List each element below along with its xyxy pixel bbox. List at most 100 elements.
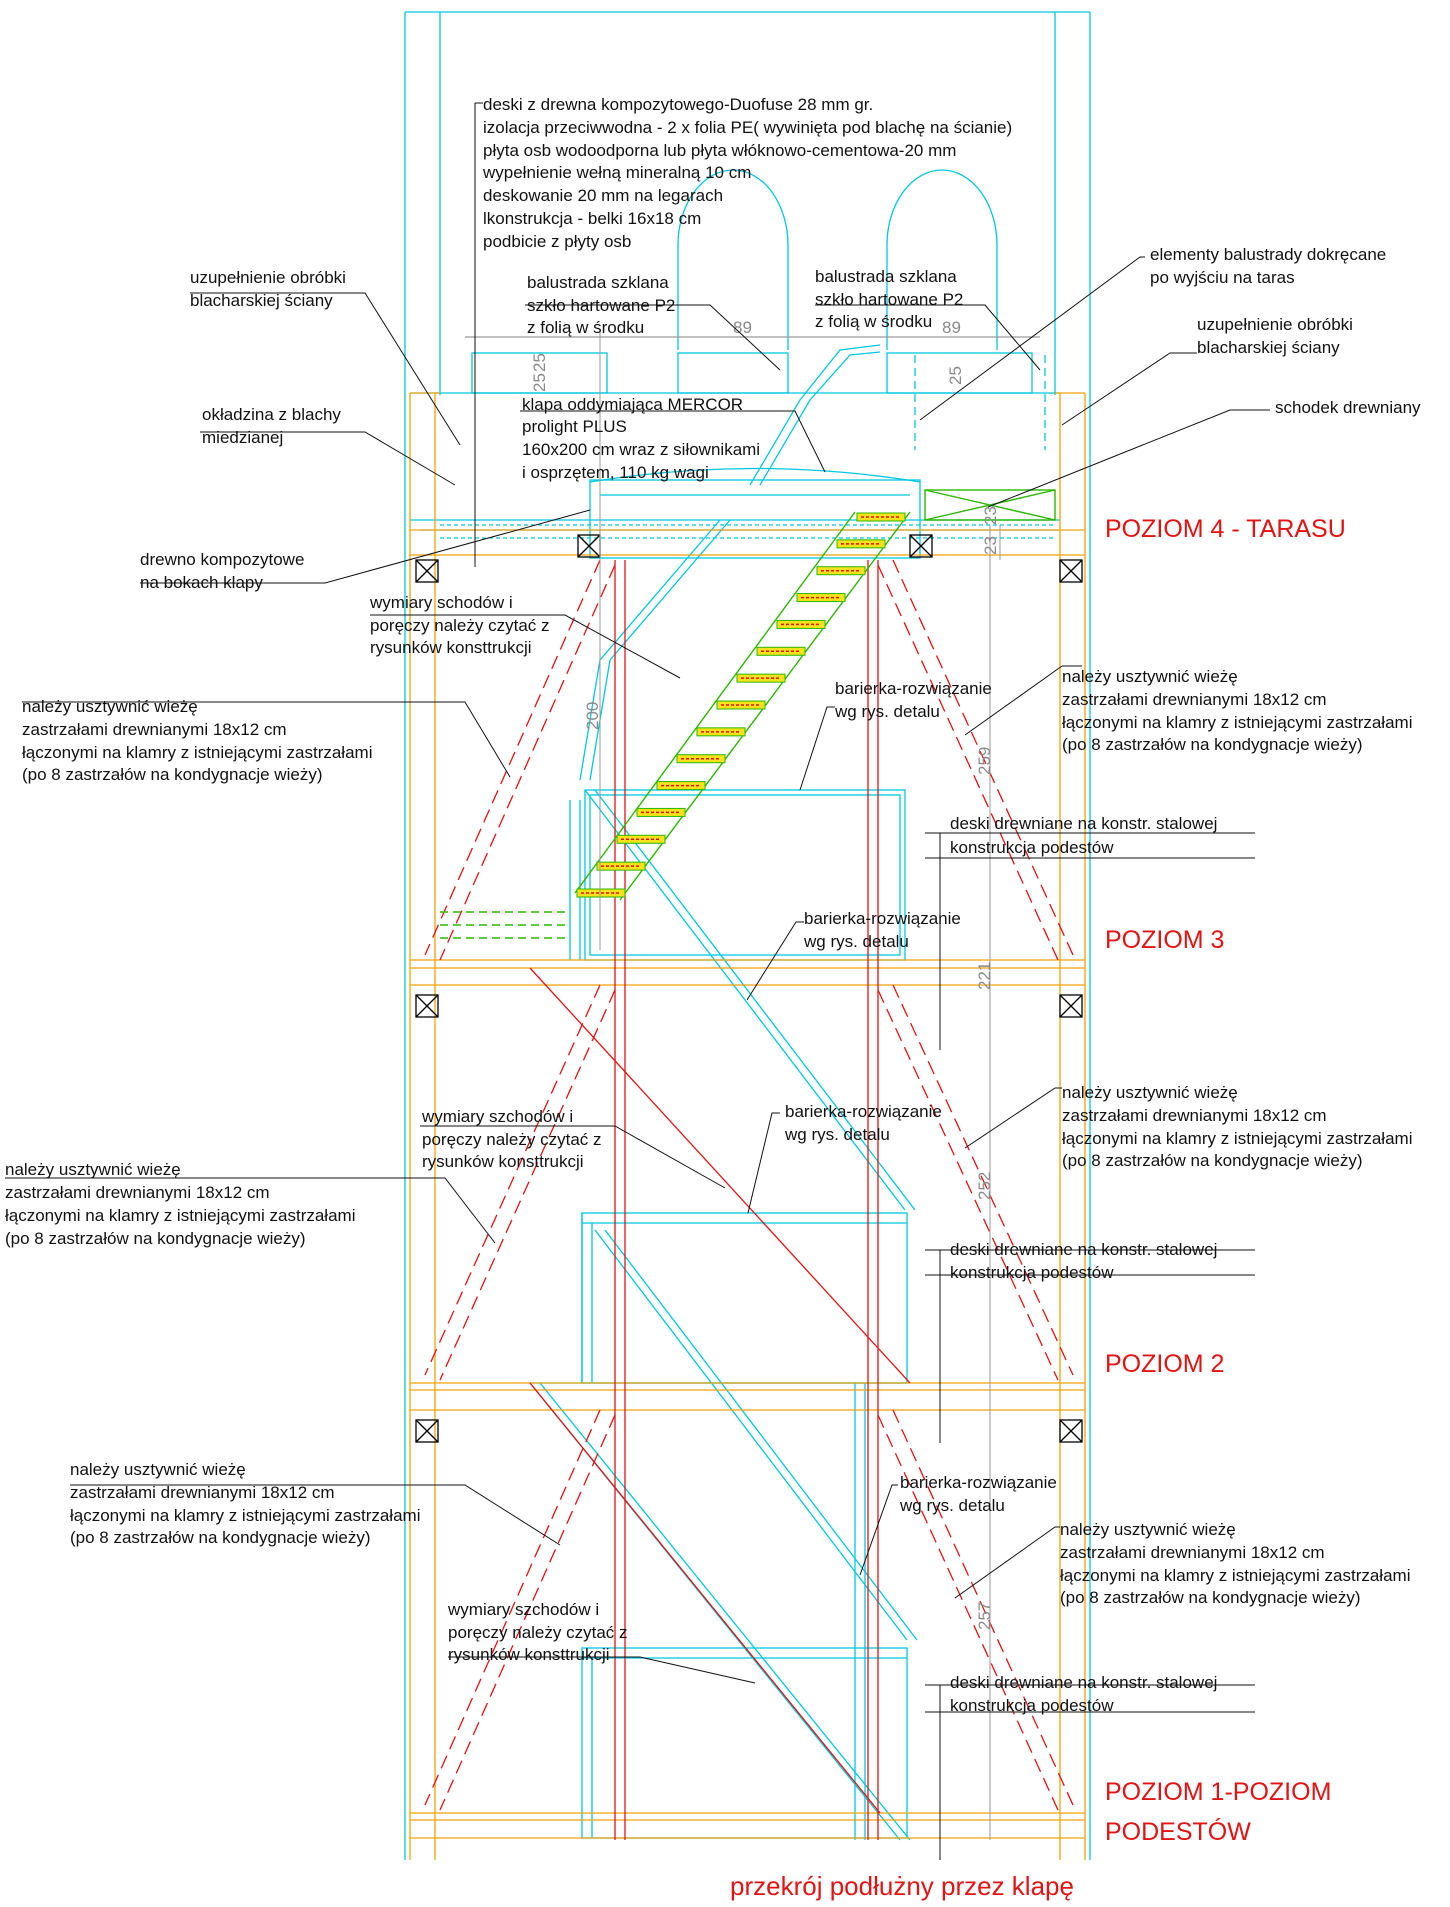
note-layers: deski z drewna kompozytowego-Duofuse 28 … <box>482 95 1017 251</box>
level-2-label: POZIOM 2 <box>1105 1350 1224 1378</box>
note-usztywnic-left-1-4: (po 8 zastrzałów na kondygnacje wieży) <box>22 765 322 784</box>
note-okladzina-2: miedzianej <box>202 428 283 447</box>
note-wymiary-3: wymiary szchodów i poręczy należy czytać… <box>447 1600 632 1664</box>
red-braces <box>424 559 1074 1811</box>
column-markers <box>415 534 1083 1443</box>
note-usztywnic-right-1-4: (po 8 zastrzałów na kondygnacje wieży) <box>1062 735 1362 754</box>
note-balustrada-1: balustrada szklana szkło hartowane P2 z … <box>527 273 680 337</box>
note-layers-7: podbicie z płyty osb <box>483 232 631 251</box>
dim-25-c: 25 <box>946 366 965 385</box>
note-usztywnic-right-2-3: łączonymi na klamry z istniejącymi zastr… <box>1062 1129 1412 1148</box>
note-layers-1: deski z drewna kompozytowego-Duofuse 28 … <box>483 95 873 114</box>
note-drewno: drewno kompozytowe na bokach klapy <box>140 550 309 592</box>
level-4-label: POZIOM 4 - TARASU <box>1105 515 1346 543</box>
note-usztywnic-left-1-3: łączonymi na klamry z istniejącymi zastr… <box>22 743 372 762</box>
dim-23-b: 23 <box>981 536 1000 555</box>
note-drewno-1: drewno kompozytowe <box>140 550 304 569</box>
note-deski-3: deski drewniane na konstr. stalowej kons… <box>950 1673 1222 1715</box>
dimension-lines <box>599 330 1001 1840</box>
note-barierka-4-1: barierka-rozwiązanie <box>900 1473 1057 1492</box>
level-3-label: POZIOM 3 <box>1105 926 1224 954</box>
note-klapa-2: prolight PLUS <box>522 417 627 436</box>
note-deski-2: deski drewniane na konstr. stalowej kons… <box>950 1240 1222 1282</box>
note-usztywnic-right-3-1: należy usztywnić wieżę <box>1060 1520 1236 1539</box>
note-balustrada-1-2: szkło hartowane P2 <box>527 296 675 315</box>
note-layers-4: wypełnienie wełną mineralną 10 cm <box>482 163 751 182</box>
note-wymiary-1: wymiary schodów i poręczy należy czytać … <box>369 593 554 657</box>
note-layers-6: lkonstrukcja - belki 16x18 cm <box>483 209 701 228</box>
note-okladzina-1: okładzina z blachy <box>202 405 341 424</box>
note-usztywnic-left-2-3: łączonymi na klamry z istniejącymi zastr… <box>5 1206 355 1225</box>
note-obrobka-left-2: blacharskiej ściany <box>190 291 333 310</box>
note-okladzina: okładzina z blachy miedzianej <box>202 405 346 447</box>
note-wymiary-1-2: poręczy należy czytać z <box>370 616 550 635</box>
red-posts <box>529 560 911 1840</box>
note-wymiary-2-3: rysunków konsttrukcji <box>422 1152 584 1171</box>
note-barierka-3: barierka-rozwiązanie wg rys. detalu <box>784 1102 947 1144</box>
note-klapa-3: 160x200 cm wraz z siłownikami <box>522 440 760 459</box>
note-elementy-2: po wyjściu na taras <box>1150 268 1295 287</box>
note-wymiary-2-2: poręczy należy czytać z <box>422 1130 602 1149</box>
note-schodek-1: schodek drewniany <box>1275 398 1421 417</box>
note-balustrada-2-3: z folią w środku <box>815 312 932 331</box>
note-usztywnic-right-3-2: zastrzałami drewnianymi 18x12 cm <box>1060 1543 1325 1562</box>
note-usztywnic-left-3-4: (po 8 zastrzałów na kondygnacje wieży) <box>70 1528 370 1547</box>
note-usztywnic-right-1-2: zastrzałami drewnianymi 18x12 cm <box>1062 690 1327 709</box>
note-deski-1-2: konstrukcja podestów <box>950 838 1114 857</box>
note-usztywnic-right-3: należy usztywnić wieżę zastrzałami drewn… <box>1060 1520 1415 1607</box>
note-usztywnic-left-1-1: należy usztywnić wieżę <box>22 697 198 716</box>
dim-257: 257 <box>975 1602 994 1630</box>
note-drewno-2: na bokach klapy <box>140 573 263 592</box>
note-elementy: elementy balustrady dokręcane po wyjściu… <box>1150 245 1391 287</box>
note-wymiary-2: wymiary szchodów i poręczy należy czytać… <box>421 1107 606 1171</box>
note-deski-1-1: deski drewniane na konstr. stalowej <box>950 814 1217 833</box>
note-usztywnic-right-1-1: należy usztywnić wieżę <box>1062 667 1238 686</box>
note-klapa-4: i osprzętem, 110 kg wagi <box>522 463 709 482</box>
note-usztywnic-right-3-3: łączonymi na klamry z istniejącymi zastr… <box>1060 1566 1410 1585</box>
note-layers-3: płyta osb wodoodporna lub płyta włóknowo… <box>483 141 956 160</box>
note-deski-3-1: deski drewniane na konstr. stalowej <box>950 1673 1217 1692</box>
dim-221: 221 <box>975 962 994 990</box>
note-deski-2-1: deski drewniane na konstr. stalowej <box>950 1240 1217 1259</box>
note-wymiary-3-1: wymiary szchodów i <box>447 1600 599 1619</box>
note-usztywnic-left-1-2: zastrzałami drewnianymi 18x12 cm <box>22 720 287 739</box>
note-usztywnic-left-3-1: należy usztywnić wieżę <box>70 1460 246 1479</box>
note-barierka-1-1: barierka-rozwiązanie <box>835 679 992 698</box>
dim-89-a: 89 <box>733 318 752 337</box>
note-obrobka-left-1: uzupełnienie obróbki <box>190 268 346 287</box>
note-barierka-1: barierka-rozwiązanie wg rys. detalu <box>834 679 997 721</box>
note-barierka-2-2: wg rys. detalu <box>803 932 909 951</box>
level-1-label-line1: POZIOM 1-POZIOM <box>1105 1778 1331 1806</box>
note-elementy-1: elementy balustrady dokręcane <box>1150 245 1386 264</box>
note-deski-1: deski drewniane na konstr. stalowej kons… <box>950 814 1222 857</box>
note-barierka-2-1: barierka-rozwiązanie <box>804 909 961 928</box>
note-balustrada-2-1: balustrada szklana <box>815 267 957 286</box>
note-usztywnic-left-2: należy usztywnić wieżę zastrzałami drewn… <box>5 1160 360 1248</box>
note-usztywnic-left-2-4: (po 8 zastrzałów na kondygnacje wieży) <box>5 1229 305 1248</box>
note-balustrada-2-2: szkło hartowane P2 <box>815 290 963 309</box>
note-usztywnic-right-2-1: należy usztywnić wieżę <box>1062 1083 1238 1102</box>
dim-25-a: 25 <box>530 373 549 392</box>
note-usztywnic-right-2-2: zastrzałami drewnianymi 18x12 cm <box>1062 1106 1327 1125</box>
dim-200: 200 <box>583 702 602 730</box>
note-barierka-3-1: barierka-rozwiązanie <box>785 1102 942 1121</box>
note-usztywnic-right-2: należy usztywnić wieżę zastrzałami drewn… <box>1062 1083 1417 1170</box>
note-obrobka-left: uzupełnienie obróbki blacharskiej ściany <box>190 268 351 310</box>
note-barierka-4-2: wg rys. detalu <box>899 1496 1005 1515</box>
note-usztywnic-left-1: należy usztywnić wieżę zastrzałami drewn… <box>22 697 377 784</box>
note-schodek: schodek drewniany <box>1275 398 1421 417</box>
note-barierka-4: barierka-rozwiązanie wg rys. detalu <box>899 1473 1062 1515</box>
note-wymiary-1-1: wymiary schodów i <box>369 593 513 612</box>
note-klapa: klapa oddymiająca MERCOR prolight PLUS 1… <box>522 395 765 482</box>
note-klapa-1: klapa oddymiająca MERCOR <box>522 395 743 414</box>
dim-89-b: 89 <box>942 318 961 337</box>
note-obrobka-right-1: uzupełnienie obróbki <box>1197 315 1353 334</box>
stair-treads <box>576 512 906 898</box>
note-usztywnic-right-3-4: (po 8 zastrzałów na kondygnacje wieży) <box>1060 1588 1360 1607</box>
note-layers-2: izolacja przeciwwodna - 2 x folia PE( wy… <box>483 118 1012 137</box>
dim-252: 252 <box>975 1172 994 1200</box>
timber-structure <box>409 392 1086 1860</box>
note-usztywnic-right-2-4: (po 8 zastrzałów na kondygnacje wieży) <box>1062 1151 1362 1170</box>
note-deski-2-2: konstrukcja podestów <box>950 1263 1114 1282</box>
